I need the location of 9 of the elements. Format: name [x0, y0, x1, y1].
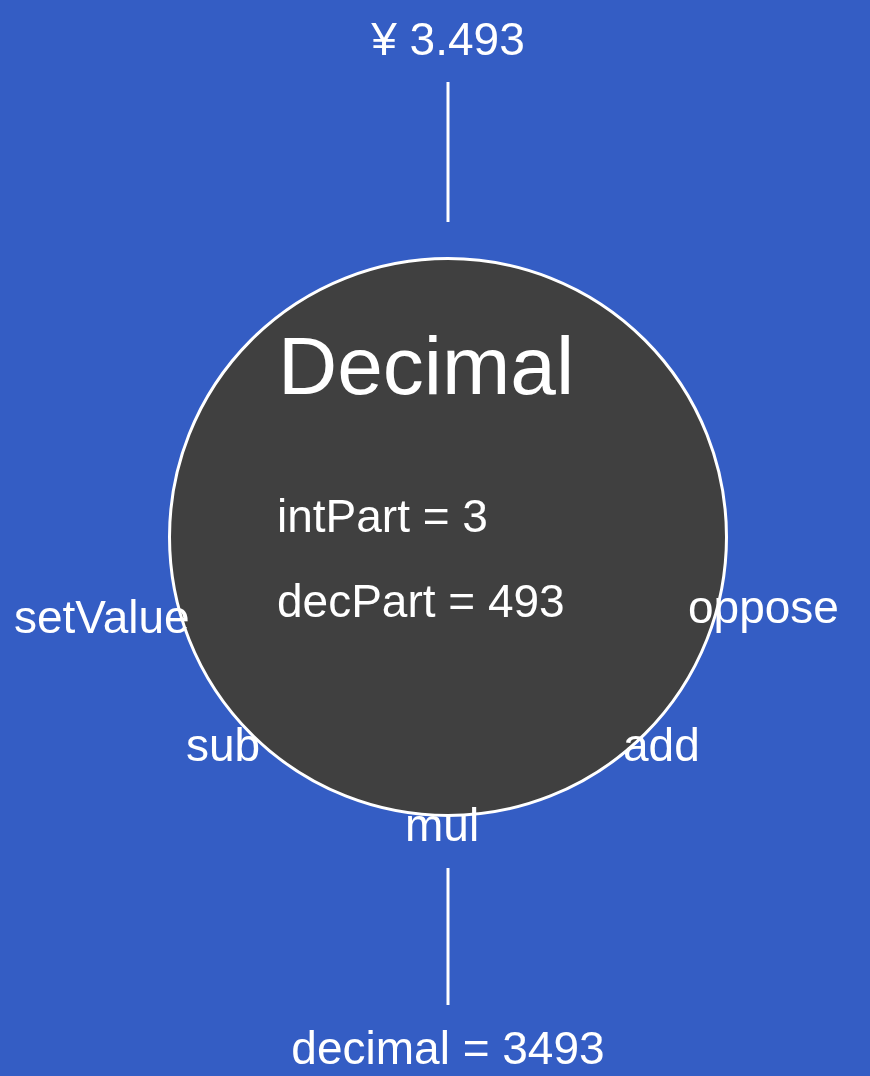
field-value: intPart = 3 — [277, 493, 488, 539]
value-text: ¥ 3.493 — [370, 16, 526, 62]
field-value: decPart = 493 — [277, 578, 565, 624]
connector-line — [446, 82, 450, 222]
connector-line — [446, 868, 450, 1005]
method-name: add — [623, 722, 700, 768]
class-name: Decimal — [278, 325, 575, 407]
value-text: decimal = 3493 — [290, 1025, 606, 1071]
method-name: sub — [186, 722, 261, 768]
